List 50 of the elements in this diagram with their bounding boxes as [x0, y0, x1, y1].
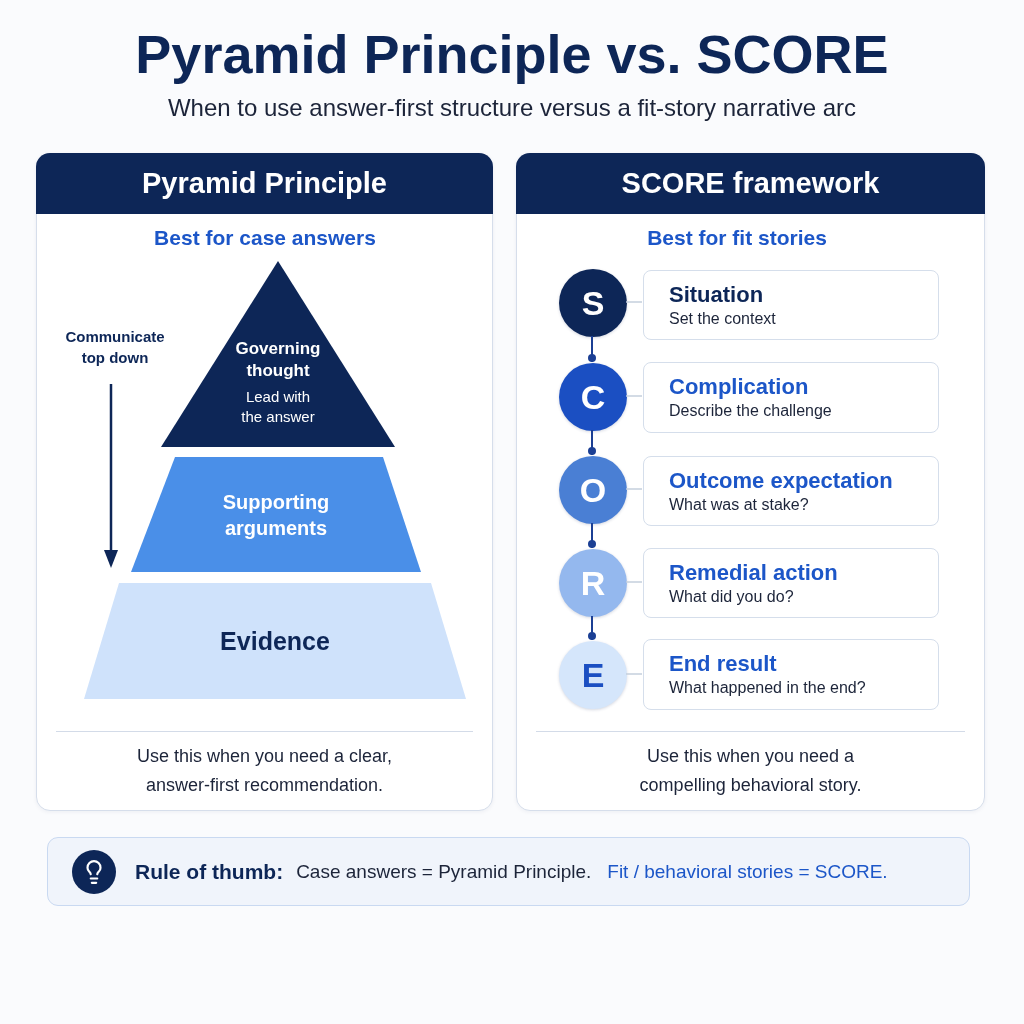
connector-line: [588, 615, 596, 641]
panel-header: Pyramid Principle: [36, 153, 493, 214]
connector-line: [588, 335, 596, 363]
step-card: [643, 639, 939, 710]
tier-heading: Governing thought: [234, 337, 322, 382]
banner-text: Case answers = Pyramid Principle.: [296, 860, 592, 883]
step-title: Remedial action: [669, 558, 838, 586]
connector-line: [625, 488, 643, 490]
step-card: [643, 270, 939, 340]
step-card: [643, 362, 939, 433]
step-title: Complication: [669, 373, 809, 400]
step-description: What did you do?: [669, 586, 794, 607]
step-letter-circle: C: [559, 363, 627, 431]
connector-line: [625, 581, 643, 583]
tier-heading: Evidence: [219, 625, 331, 657]
step-letter-circle: E: [559, 641, 627, 709]
step-card: [643, 548, 939, 618]
step-title: Outcome expectation: [669, 466, 893, 494]
connector-line: [588, 522, 596, 549]
step-description: What was at stake?: [669, 494, 809, 515]
panel-card: [36, 153, 493, 811]
panel-card: [516, 153, 985, 811]
step-letter-circle: S: [559, 269, 627, 337]
tier-note: Lead with the answer: [240, 387, 316, 427]
step-description: What happened in the end?: [669, 678, 866, 698]
connector-line: [588, 429, 596, 456]
step-description: Set the context: [669, 308, 776, 329]
connector-line: [625, 395, 643, 397]
title: Pyramid Principle vs. SCORE: [135, 23, 889, 85]
panel-summary: Use this when you need a clear, answer-first recommendation.: [135, 745, 394, 797]
subtitle: When to use answer-first structure versus a fit-story narrative arc: [167, 93, 857, 123]
panel-header: SCORE framework: [516, 153, 985, 214]
panel-tagline: Best for fit stories: [647, 225, 827, 251]
step-title: End result: [669, 650, 777, 677]
direction-label: Communicate top down: [64, 327, 166, 368]
rule-banner: [47, 837, 970, 906]
step-title: Situation: [669, 280, 764, 308]
pyramid-tier: [131, 457, 421, 572]
step-description: Describe the challenge: [669, 401, 832, 421]
panel-summary: Use this when you need a compelling behavioral story.: [638, 745, 863, 797]
connector-line: [625, 301, 643, 303]
banner-highlight: Fit / behavioral stories = SCORE.: [607, 860, 888, 883]
step-letter-circle: R: [559, 549, 627, 617]
banner-label: Rule of thumb:: [135, 859, 284, 884]
step-letter-circle: O: [559, 456, 627, 524]
tier-heading: Supporting arguments: [221, 489, 331, 541]
connector-line: [625, 673, 643, 675]
step-card: [643, 456, 939, 526]
panel-tagline: Best for case answers: [154, 225, 376, 251]
pyramid-tier: [84, 583, 466, 699]
